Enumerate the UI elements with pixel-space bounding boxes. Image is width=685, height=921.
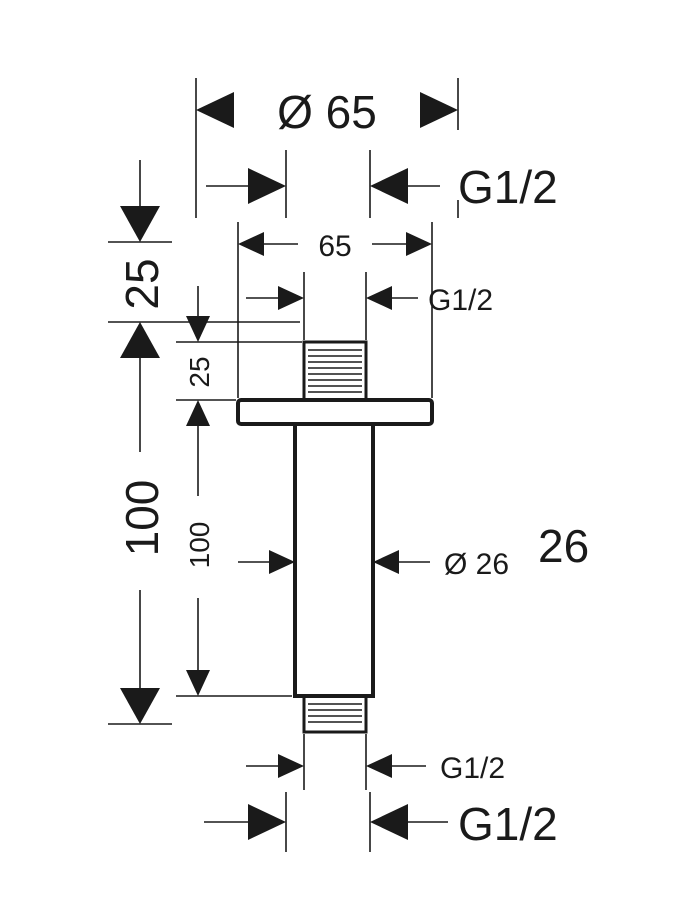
dim-bottom-thread-small: G1/2 <box>246 734 505 790</box>
dim-arm-length-small: 100 <box>176 424 292 697</box>
label-top-thread-large: G1/2 <box>458 161 558 213</box>
dim-thread-height-small: 25 <box>176 286 302 426</box>
label-tube-diameter-overlay: 26 <box>538 520 589 572</box>
dim-arm-length-large: 100 <box>108 358 172 725</box>
ceiling-flange <box>236 398 434 426</box>
arm-tube <box>293 422 375 698</box>
dim-thread-height-large: 25 <box>108 160 300 358</box>
label-flange-diameter-large: Ø 65 <box>277 86 377 138</box>
dim-flange-diameter-large: Ø 65 <box>195 78 459 218</box>
label-bottom-thread-small: G1/2 <box>440 752 505 785</box>
label-thread-height-large: 25 <box>116 258 168 309</box>
label-tube-diameter-small: Ø 26 <box>444 548 509 581</box>
label-top-thread-small: G1/2 <box>428 284 493 317</box>
label-arm-length-small: 100 <box>184 522 215 569</box>
label-flange-width-small: 65 <box>318 230 351 263</box>
bottom-thread-nipple <box>302 694 368 734</box>
dim-flange-width-small: 65 <box>237 222 433 398</box>
label-thread-height-small: 25 <box>184 356 215 387</box>
label-arm-length-large: 100 <box>116 480 168 557</box>
dim-top-thread-small: G1/2 <box>246 272 493 340</box>
dim-top-thread-large: G1/2 <box>206 150 558 218</box>
label-bottom-thread-large: G1/2 <box>458 798 558 850</box>
dim-tube-diameter-small: Ø 26 26 <box>238 520 589 581</box>
dim-bottom-thread-large: G1/2 <box>204 792 558 852</box>
shower-arm-part <box>236 340 434 734</box>
top-thread-lines <box>308 349 362 393</box>
bottom-thread-lines <box>308 703 362 723</box>
